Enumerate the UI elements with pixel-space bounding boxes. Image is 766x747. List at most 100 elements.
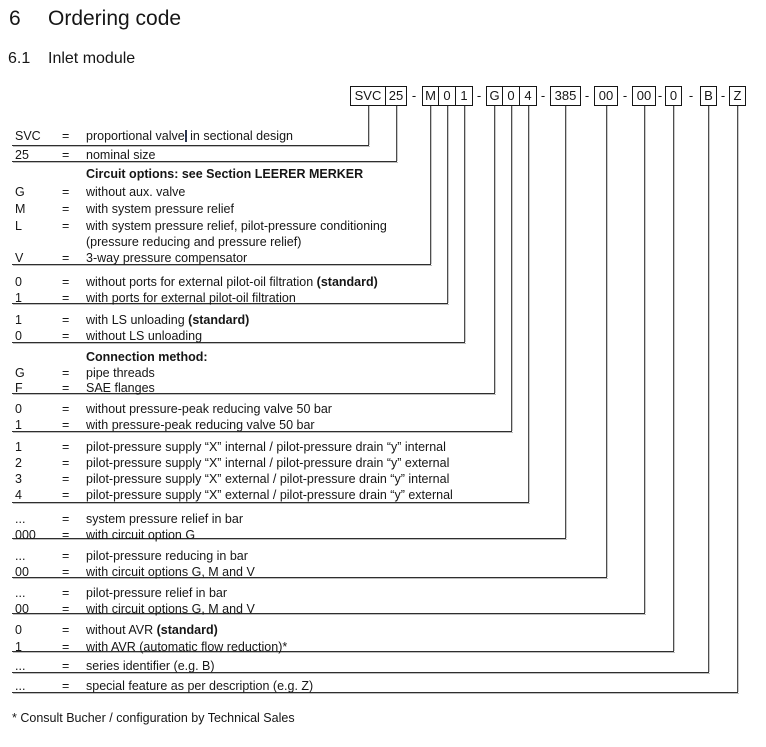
connector-vline: [368, 106, 369, 145]
legend-code: 1: [15, 313, 22, 327]
code-separator: -: [584, 88, 590, 103]
connector-hline: [12, 692, 738, 693]
equals-sign: =: [62, 679, 70, 693]
equals-sign: =: [62, 366, 70, 380]
code-segment-box: M: [422, 86, 439, 106]
legend-code: M: [15, 202, 26, 216]
legend-row: 1=with pressure-peak reducing valve 50 b…: [0, 418, 766, 433]
bold-standard-label: (standard): [316, 275, 378, 289]
legend-row: ...=system pressure relief in bar: [0, 512, 766, 527]
legend-row: SVC=proportional valve in sectional desi…: [0, 129, 766, 144]
legend-code: L: [15, 219, 22, 233]
connector-vline: [606, 106, 607, 577]
connector-hline: [12, 577, 607, 578]
legend-row: 00=with circuit options G, M and V: [0, 602, 766, 617]
legend-row: ...=pilot-pressure relief in bar: [0, 586, 766, 601]
connector-hline: [12, 145, 369, 146]
equals-sign: =: [62, 291, 70, 305]
legend-row: G=pipe threads: [0, 366, 766, 381]
legend-code: 00: [15, 602, 29, 616]
legend-row: F=SAE flanges: [0, 381, 766, 396]
legend-row: M=with system pressure relief: [0, 202, 766, 217]
code-segment-box: 1: [455, 86, 473, 106]
legend-row: 00=with circuit options G, M and V: [0, 565, 766, 580]
legend-row: ...=pilot-pressure reducing in bar: [0, 549, 766, 564]
legend-desc: without AVR (standard): [86, 623, 218, 637]
code-segment-box: 25: [385, 86, 407, 106]
legend-row: (pressure reducing and pressure relief): [0, 235, 766, 250]
legend-code: ...: [15, 549, 26, 563]
legend-desc: with circuit options G, M and V: [86, 602, 255, 616]
legend-desc: with system pressure relief, pilot-press…: [86, 219, 387, 233]
page-title: Ordering code: [48, 7, 182, 30]
footnote: * Consult Bucher / configuration by Tech…: [12, 711, 295, 725]
connector-hline: [12, 264, 431, 265]
legend-code: 1: [15, 440, 22, 454]
equals-sign: =: [62, 640, 70, 654]
connector-hline: [12, 161, 397, 162]
legend-row: ... = special feature as per description (…: [0, 679, 766, 694]
legend-desc: series identifier (e.g. B): [86, 659, 215, 673]
legend-code: ...: [15, 679, 26, 693]
equals-sign: =: [62, 488, 70, 502]
legend-desc: without LS unloading: [86, 329, 203, 343]
equals-sign: =: [62, 659, 70, 673]
legend-desc: pilot-pressure supply “X” internal / pil…: [86, 456, 450, 470]
code-segment-box: SVC: [350, 86, 386, 106]
legend-code: 00: [15, 565, 29, 579]
legend-row: 0=without AVR (standard): [0, 623, 766, 638]
legend-desc: nominal size: [86, 148, 156, 162]
legend-code: 1: [15, 291, 22, 305]
code-segment-box: 00: [632, 86, 656, 106]
bold-standard-label: (standard): [156, 623, 218, 637]
legend-row: ... = series identifier (e.g. B): [0, 659, 766, 674]
legend-row: 1=with ports for external pilot-oil filt…: [0, 291, 766, 306]
legend-code: ...: [15, 659, 26, 673]
connector-vline: [396, 106, 397, 161]
legend-row: L=with system pressure relief, pilot-pre…: [0, 219, 766, 234]
connector-vline: [464, 106, 465, 342]
legend-code: 000: [15, 528, 36, 542]
code-separator: -: [720, 88, 726, 103]
equals-sign: =: [62, 402, 70, 416]
code-segment-box: G: [486, 86, 503, 106]
equals-sign: =: [62, 440, 70, 454]
bold-standard-label: (standard): [188, 313, 250, 327]
legend-code: 0: [15, 402, 22, 416]
equals-sign: =: [62, 549, 70, 563]
legend-code: 0: [15, 329, 22, 343]
legend-code: 1: [15, 418, 22, 432]
subsection-title: Inlet module: [48, 50, 136, 67]
equals-sign: =: [62, 456, 70, 470]
connector-vline: [511, 106, 512, 431]
legend-code: ...: [15, 512, 26, 526]
legend-row: V=3-way pressure compensator: [0, 251, 766, 266]
legend-row: 1=with LS unloading (standard): [0, 313, 766, 328]
equals-sign: =: [62, 185, 70, 199]
legend-desc: without pressure-peak reducing valve 50 …: [86, 402, 332, 416]
legend-desc: pilot-pressure supply “X” external / pil…: [86, 488, 453, 502]
legend-desc-continuation: (pressure reducing and pressure relief): [86, 235, 302, 249]
legend-row: Circuit options: see Section LEERER MERK…: [0, 167, 766, 182]
legend-subheader: Circuit options: see Section LEERER MERK…: [86, 167, 364, 181]
connector-vline: [737, 106, 738, 692]
legend-desc: pilot-pressure supply “X” external / pil…: [86, 472, 450, 486]
code-segment-box: B: [700, 86, 717, 106]
legend-desc: 3-way pressure compensator: [86, 251, 248, 265]
connector-vline: [565, 106, 566, 538]
legend-desc: with circuit option G: [86, 528, 196, 542]
legend-desc: pipe threads: [86, 366, 155, 380]
legend-desc: special feature as per description (e.g.…: [86, 679, 314, 693]
legend-row: 3=pilot-pressure supply “X” external / p…: [0, 472, 766, 487]
legend-code: 4: [15, 488, 22, 502]
legend-desc: with system pressure relief: [86, 202, 234, 216]
code-segment-box: 4: [519, 86, 537, 106]
legend-row: 000=with circuit option G: [0, 528, 766, 543]
legend-desc: without ports for external pilot-oil fil…: [86, 275, 378, 289]
legend-desc: system pressure relief in bar: [86, 512, 244, 526]
connector-vline: [447, 106, 448, 303]
legend-code: 0: [15, 275, 22, 289]
connector-vline: [673, 106, 674, 651]
legend-code: 2: [15, 456, 22, 470]
connector-hline: [12, 613, 645, 614]
